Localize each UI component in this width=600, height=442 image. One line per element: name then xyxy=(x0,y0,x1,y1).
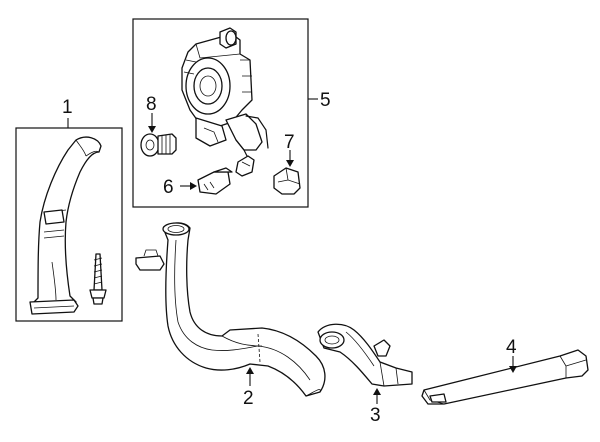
part-8-bolt xyxy=(140,133,177,157)
callout-3: 3 xyxy=(370,405,381,426)
arrowhead-4 xyxy=(509,366,517,373)
arrowhead-6 xyxy=(190,182,197,190)
callout-6: 6 xyxy=(163,177,174,198)
part-4-duct xyxy=(421,349,589,405)
part-1-duct xyxy=(29,136,102,315)
callout-8: 8 xyxy=(146,94,157,115)
callout-5: 5 xyxy=(320,90,331,111)
part-actuator xyxy=(181,27,269,159)
callout-1: 1 xyxy=(62,97,73,118)
part-screw xyxy=(89,253,107,305)
part-7-retainer xyxy=(273,167,301,195)
part-clip-small xyxy=(235,155,255,177)
callout-2: 2 xyxy=(243,388,254,409)
arrowhead-2 xyxy=(246,367,254,374)
callout-7: 7 xyxy=(284,132,295,153)
part-6-connector xyxy=(197,167,233,195)
arrowhead-3 xyxy=(373,388,381,395)
arrowhead-8 xyxy=(148,126,156,133)
group-box-5 xyxy=(132,18,309,208)
group-box-1 xyxy=(15,127,123,322)
arrowhead-7 xyxy=(286,160,294,167)
part-2-duct xyxy=(135,222,326,397)
callout-4: 4 xyxy=(506,337,517,358)
part-3-duct xyxy=(317,323,413,387)
